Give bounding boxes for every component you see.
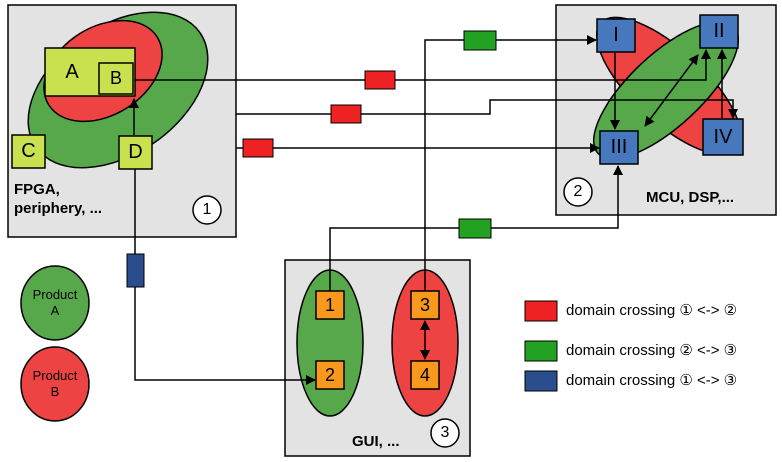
legend-item-green-label: domain crossing ② <-> ③ xyxy=(566,342,738,359)
component-iii-box xyxy=(599,130,639,165)
component-1-label: 1 xyxy=(324,294,335,315)
component-3-label: 3 xyxy=(419,294,430,315)
domain-2-title: MCU, DSP,... xyxy=(646,189,735,206)
component-c-label: C xyxy=(21,140,36,162)
component-iii-label: III xyxy=(610,136,628,158)
legend-swatch-green xyxy=(524,340,558,362)
legend-item-red-label: domain crossing ① <-> ② xyxy=(566,302,738,319)
component-iv-box xyxy=(702,118,744,156)
arrow-II-III-bidirectional xyxy=(644,54,699,127)
crossing-line-B-to-II xyxy=(133,49,711,81)
domain-3-number: 3 xyxy=(440,424,450,441)
component-i-label: I xyxy=(613,24,619,46)
component-b-label: B xyxy=(109,68,122,88)
crossing-marker-green-1 xyxy=(463,30,497,51)
legend-swatch-red xyxy=(524,300,558,322)
component-3-box xyxy=(410,290,440,320)
component-2-box xyxy=(315,360,345,390)
component-4-box xyxy=(410,360,440,390)
crossing-marker-red-3 xyxy=(242,138,274,158)
component-i-box xyxy=(596,18,636,53)
legend-item-blue-label: domain crossing ① <-> ③ xyxy=(566,372,738,389)
component-b-box xyxy=(98,62,134,95)
component-d-box xyxy=(118,135,153,170)
crossing-marker-green-2 xyxy=(458,218,492,239)
crossing-line-3-to-I xyxy=(424,35,597,291)
domain-1-number-circle xyxy=(192,195,222,225)
legend-swatch-blue xyxy=(524,370,558,392)
component-1-box xyxy=(315,290,345,320)
domain-3-number-circle xyxy=(430,418,460,448)
component-a-label: A xyxy=(65,60,79,83)
domain-3-title: GUI, ... xyxy=(352,433,400,450)
domain-2-number-circle xyxy=(563,177,593,207)
product-b-label: Product B xyxy=(32,368,78,399)
crossing-marker-blue-1 xyxy=(126,253,145,288)
product-a-legend-ellipse xyxy=(20,265,90,341)
crossing-marker-red-1 xyxy=(364,70,396,90)
component-d-label: D xyxy=(128,141,143,163)
product-b-legend-ellipse xyxy=(20,346,90,422)
domain-1-title: FPGA, periphery, ... xyxy=(14,181,103,217)
component-4-label: 4 xyxy=(419,364,430,385)
component-ii-label: II xyxy=(713,20,725,42)
component-ii-box xyxy=(699,14,739,49)
domain-1-number: 1 xyxy=(202,201,212,218)
domain-2-number: 2 xyxy=(573,183,583,200)
crossing-line-domain1-to-IV xyxy=(236,99,738,119)
component-c-box xyxy=(11,134,46,169)
component-2-label: 2 xyxy=(324,364,335,385)
product-a-label: Product A xyxy=(32,287,78,318)
crossing-line-D-to-2 xyxy=(134,169,316,385)
component-iv-label: IV xyxy=(713,125,733,148)
crossing-marker-red-2 xyxy=(330,104,362,124)
